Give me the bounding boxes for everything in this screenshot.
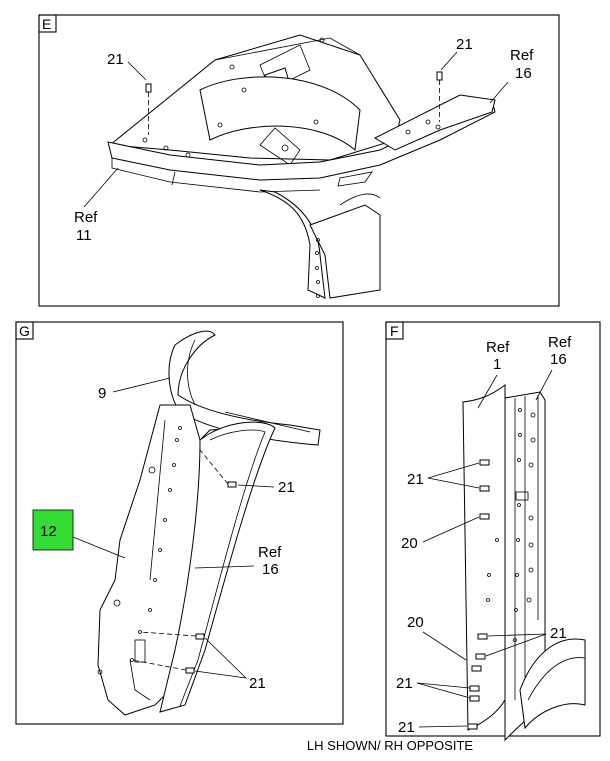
callout-ref-e-16-num: 16 <box>515 65 532 82</box>
panel-f-tag: F <box>390 323 399 339</box>
callout-ref-f-1-num: 1 <box>493 356 501 373</box>
panel-g: G <box>15 321 344 725</box>
callout-21-g-bottom: 21 <box>249 675 266 692</box>
panel-e: E <box>38 14 560 307</box>
callout-ref-f-16-ref: Ref <box>548 334 572 351</box>
callout-ref-f-16-num: 16 <box>550 351 567 368</box>
callout-21-f-d: 21 <box>398 719 415 736</box>
panel-e-tag-box <box>38 14 57 33</box>
side-panel-drawing <box>462 383 586 742</box>
callout-21-e-right: 21 <box>456 36 473 53</box>
panel-f-tag-box <box>385 321 404 340</box>
callout-9: 9 <box>98 385 106 402</box>
callout-21-f-a: 21 <box>407 471 424 488</box>
callout-ref-e-11-num: 11 <box>76 227 92 244</box>
a-pillar-drawing <box>97 330 321 716</box>
panel-g-tag-box <box>15 321 34 340</box>
callout-20-f-a: 20 <box>401 535 418 552</box>
panel-e-border <box>38 14 560 307</box>
callout-21-f-b: 21 <box>550 625 567 642</box>
callout-21-g-top: 21 <box>278 479 295 496</box>
callout-12-highlight[interactable] <box>32 509 74 551</box>
callout-ref-f-1-ref: Ref <box>486 339 510 356</box>
callout-ref-e-16-ref: Ref <box>510 47 534 64</box>
callout-21-f-c: 21 <box>396 675 413 692</box>
callout-12: 12 <box>40 523 57 540</box>
callout-ref-e-11-ref: Ref <box>74 209 98 226</box>
callout-20-f-b: 20 <box>407 614 424 631</box>
panel-e-tag: E <box>42 16 51 32</box>
callout-21-e-left: 21 <box>107 51 124 68</box>
callout-ref-g-16-ref: Ref <box>258 544 282 561</box>
footer-note: LH SHOWN/ RH OPPOSITE <box>0 738 610 753</box>
panel-f: F <box>385 321 601 742</box>
panel-f-border <box>385 321 601 737</box>
callout-ref-g-16-num: 16 <box>262 561 279 578</box>
panel-g-tag: G <box>19 323 30 339</box>
panel-g-border <box>15 321 344 725</box>
footer-text: LH SHOWN/ RH OPPOSITE <box>306 738 474 753</box>
roof-frame-drawing <box>107 34 496 299</box>
